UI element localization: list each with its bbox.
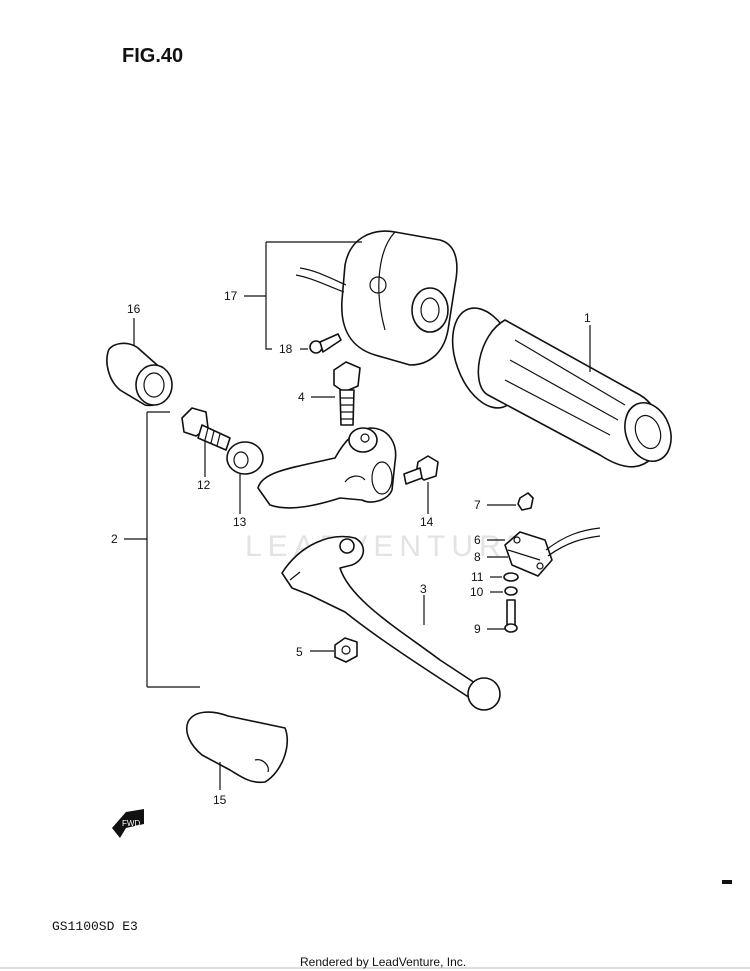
callout-10: 10 bbox=[470, 585, 484, 599]
adjuster-boot-part bbox=[106, 342, 173, 407]
screw-9-part bbox=[504, 599, 518, 633]
callout-8: 8 bbox=[474, 550, 481, 564]
lever-bracket-part bbox=[257, 427, 397, 509]
spacer-part bbox=[503, 572, 519, 582]
callout-16: 16 bbox=[127, 302, 141, 316]
callout-15: 15 bbox=[213, 793, 227, 807]
grip-part bbox=[451, 307, 672, 468]
figure-title: FIG.40 bbox=[122, 45, 183, 67]
callout-5: 5 bbox=[296, 645, 303, 659]
callout-labels: 1 2 3 4 5 6 7 8 9 10 11 12 13 14 15 16 1… bbox=[111, 289, 591, 807]
render-credit: Rendered by LeadVenture, Inc. bbox=[300, 955, 466, 969]
screw-18-part bbox=[309, 333, 342, 354]
callout-13: 13 bbox=[233, 515, 247, 529]
nut-part bbox=[334, 637, 358, 663]
callout-2: 2 bbox=[111, 532, 118, 546]
callout-6: 6 bbox=[474, 533, 481, 547]
switch-housing-part bbox=[295, 230, 458, 366]
watermark: LEADVENTURE bbox=[245, 530, 533, 563]
model-code: GS1100SD E3 bbox=[52, 919, 138, 934]
callout-9: 9 bbox=[474, 622, 481, 636]
lock-nut-part bbox=[226, 441, 264, 475]
washer-part bbox=[504, 586, 518, 596]
leader-lines bbox=[124, 241, 591, 790]
pivot-bolt-part bbox=[333, 361, 361, 426]
callout-4: 4 bbox=[298, 390, 305, 404]
clutch-lever-part bbox=[281, 535, 501, 711]
clutch-switch-part bbox=[504, 527, 601, 577]
page-mark bbox=[722, 880, 732, 884]
callout-14: 14 bbox=[420, 515, 434, 529]
callout-3: 3 bbox=[420, 582, 427, 596]
callout-1: 1 bbox=[584, 311, 591, 325]
callout-12: 12 bbox=[197, 478, 211, 492]
callout-11: 11 bbox=[471, 570, 484, 584]
adjuster-bolt-part bbox=[181, 407, 231, 451]
callout-18: 18 bbox=[279, 342, 293, 356]
screw-7-part bbox=[517, 492, 534, 511]
callout-7: 7 bbox=[474, 498, 481, 512]
callout-17: 17 bbox=[224, 289, 238, 303]
fwd-arrow-icon: FWD bbox=[112, 809, 144, 838]
bolt-14-part bbox=[403, 455, 439, 485]
lever-boot-part bbox=[186, 711, 289, 784]
svg-text:FWD: FWD bbox=[122, 819, 140, 828]
